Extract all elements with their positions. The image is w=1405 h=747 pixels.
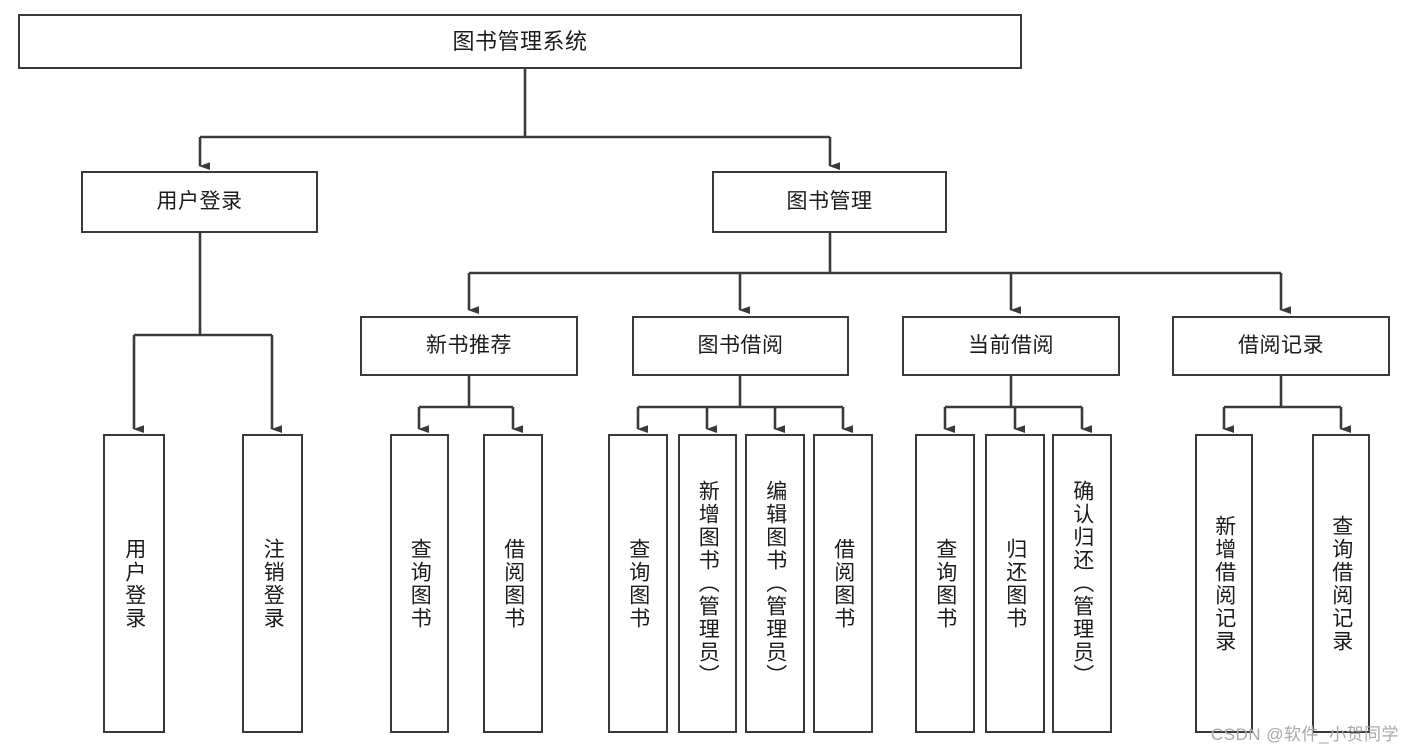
- node-leaf-user-login[interactable]: 用户登录: [103, 434, 165, 733]
- node-leaf-add-book[interactable]: 新增图书（管理员）: [678, 434, 737, 733]
- node-label: 注销登录: [261, 537, 285, 630]
- node-leaf-add-record[interactable]: 新增借阅记录: [1195, 434, 1253, 733]
- node-leaf-edit-book[interactable]: 编辑图书（管理员）: [745, 434, 805, 733]
- node-book-borrow[interactable]: 图书借阅: [632, 316, 849, 376]
- node-label: 新书推荐: [426, 333, 512, 357]
- node-root-system[interactable]: 图书管理系统: [18, 14, 1022, 69]
- node-leaf-borrow-book-2[interactable]: 借阅图书: [813, 434, 873, 733]
- node-label: 当前借阅: [968, 333, 1054, 357]
- node-borrow-record[interactable]: 借阅记录: [1172, 316, 1390, 376]
- node-label: 新增图书（管理员）: [696, 480, 720, 687]
- node-label: 查询借阅记录: [1329, 514, 1353, 653]
- node-label: 查询图书: [408, 537, 432, 630]
- node-leaf-query-book-1[interactable]: 查询图书: [390, 434, 449, 733]
- node-label: 图书管理: [786, 189, 873, 213]
- node-label: 借阅图书: [501, 537, 525, 630]
- node-label: 编辑图书（管理员）: [763, 480, 787, 687]
- node-leaf-confirm-return[interactable]: 确认归还（管理员）: [1052, 434, 1112, 733]
- node-label: 借阅图书: [831, 537, 855, 630]
- node-leaf-query-book-2[interactable]: 查询图书: [608, 434, 668, 733]
- node-label: 查询图书: [933, 537, 957, 630]
- node-label: 查询图书: [626, 537, 650, 630]
- node-label: 确认归还（管理员）: [1070, 480, 1094, 687]
- node-new-book-rec[interactable]: 新书推荐: [360, 316, 578, 376]
- node-leaf-return-book[interactable]: 归还图书: [985, 434, 1045, 733]
- node-current-borrow[interactable]: 当前借阅: [902, 316, 1120, 376]
- node-label: 图书管理系统: [452, 28, 588, 54]
- node-label: 图书借阅: [697, 333, 784, 357]
- node-user-login[interactable]: 用户登录: [81, 171, 318, 233]
- node-label: 用户登录: [156, 189, 243, 213]
- node-label: 新增借阅记录: [1212, 514, 1236, 653]
- node-leaf-borrow-book-1[interactable]: 借阅图书: [483, 434, 543, 733]
- node-leaf-query-record[interactable]: 查询借阅记录: [1312, 434, 1370, 733]
- node-label: 用户登录: [122, 537, 146, 630]
- node-label: 借阅记录: [1238, 333, 1324, 357]
- node-label: 归还图书: [1003, 537, 1027, 630]
- node-leaf-query-book-3[interactable]: 查询图书: [915, 434, 975, 733]
- node-leaf-logout[interactable]: 注销登录: [242, 434, 303, 733]
- node-book-manage[interactable]: 图书管理: [712, 171, 947, 233]
